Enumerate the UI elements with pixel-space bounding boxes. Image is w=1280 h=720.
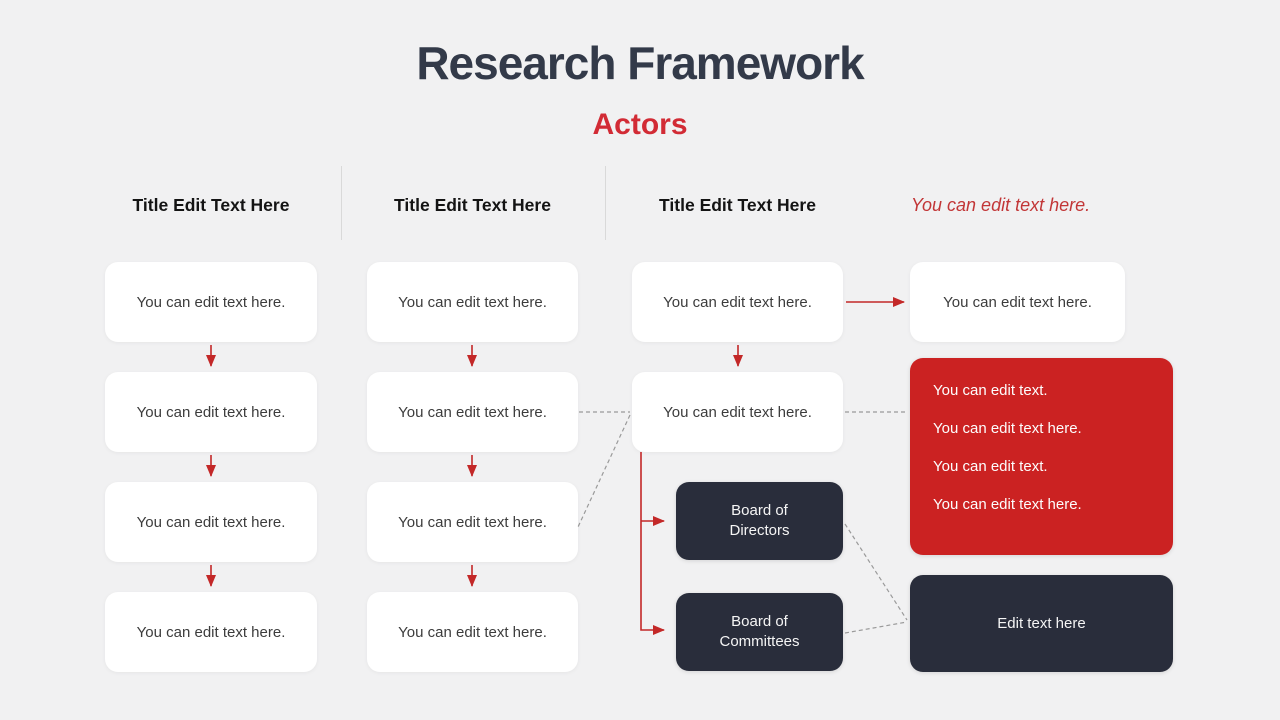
edit-text-here-label: Edit text here: [997, 614, 1086, 632]
edit-text-here-box[interactable]: Edit text here: [910, 575, 1173, 672]
column-divider: [605, 166, 606, 240]
board-of-committees-box[interactable]: Board of Committees: [676, 593, 843, 671]
text-box[interactable]: You can edit text here.: [367, 482, 578, 562]
board-of-directors-label: Board of Directors: [729, 502, 790, 539]
column-3-header[interactable]: Title Edit Text Here: [659, 195, 816, 215]
text-box[interactable]: You can edit text here.: [105, 482, 317, 562]
column-divider: [341, 166, 342, 240]
dashed-connector: [844, 523, 908, 621]
board-of-committees-label: Board of Committees: [719, 613, 800, 650]
page-subtitle[interactable]: Actors: [592, 108, 688, 141]
text-box[interactable]: You can edit text here.: [632, 372, 843, 452]
red-panel-line: You can edit text.: [933, 458, 1048, 475]
dashed-connector: [577, 414, 631, 528]
board-of-directors-box[interactable]: Board of Directors: [676, 482, 843, 560]
text-box[interactable]: You can edit text here.: [105, 372, 317, 452]
text-box[interactable]: You can edit text here.: [367, 372, 578, 452]
text-box[interactable]: You can edit text here.: [632, 262, 843, 342]
column-2-header[interactable]: Title Edit Text Here: [394, 195, 551, 215]
dashed-connector: [844, 621, 908, 634]
column-1-header[interactable]: Title Edit Text Here: [132, 195, 290, 215]
branch-connector-line: [640, 452, 665, 635]
page-title[interactable]: Research Framework: [416, 37, 864, 89]
red-panel-line: You can edit text here.: [933, 496, 1082, 513]
text-box[interactable]: You can edit text here.: [367, 262, 578, 342]
text-box[interactable]: You can edit text here.: [105, 592, 317, 672]
column-4-header[interactable]: You can edit text here.: [911, 195, 1091, 215]
text-box[interactable]: You can edit text here.: [367, 592, 578, 672]
red-panel-line: You can edit text.: [933, 382, 1048, 399]
red-panel-line: You can edit text here.: [933, 420, 1082, 437]
text-box[interactable]: You can edit text here.: [105, 262, 317, 342]
red-text-panel[interactable]: You can edit text. You can edit text her…: [910, 358, 1173, 555]
text-box[interactable]: You can edit text here.: [910, 262, 1125, 342]
